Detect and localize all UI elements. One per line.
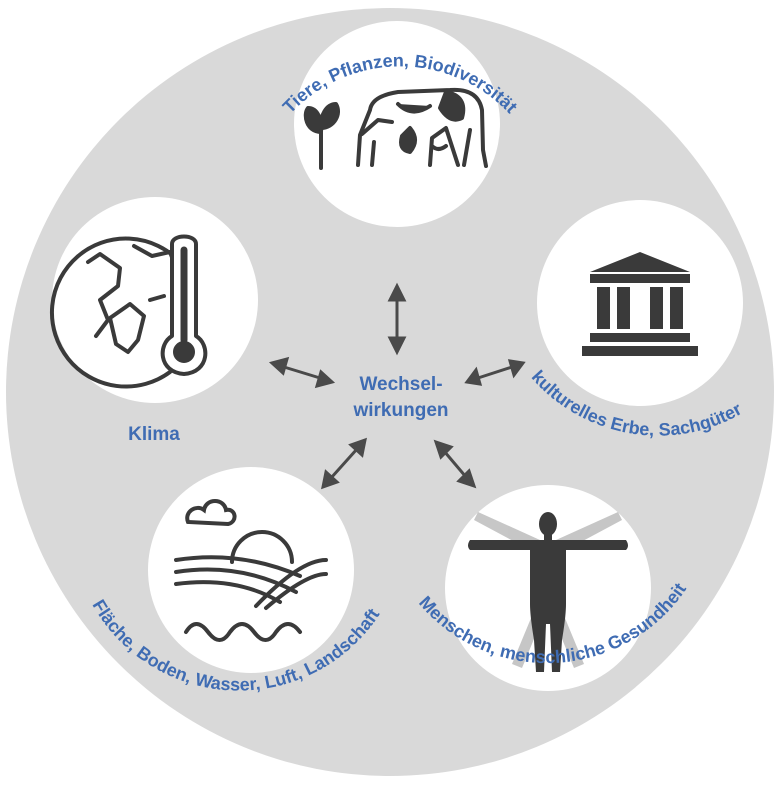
klima-label: Klima	[128, 424, 180, 445]
center-label-line1: Wechsel-	[359, 374, 442, 395]
arrow-flaeche	[321, 437, 367, 490]
arrow-klima	[268, 356, 336, 389]
human-figure-icon	[468, 512, 628, 672]
tiere-circle	[294, 21, 500, 227]
arrow-menschen	[433, 439, 477, 489]
flaeche-circle	[148, 467, 354, 673]
arrow-tiere	[387, 282, 407, 356]
building-icon	[582, 252, 698, 356]
arrow-kultur	[464, 359, 526, 386]
landscape-icon	[174, 499, 328, 642]
arrows	[268, 282, 526, 490]
center-label-line2: wirkungen	[352, 400, 448, 421]
kultur-circle	[537, 200, 743, 406]
plant-cow-icon	[303, 87, 488, 170]
globe-thermometer-icon	[49, 234, 208, 389]
